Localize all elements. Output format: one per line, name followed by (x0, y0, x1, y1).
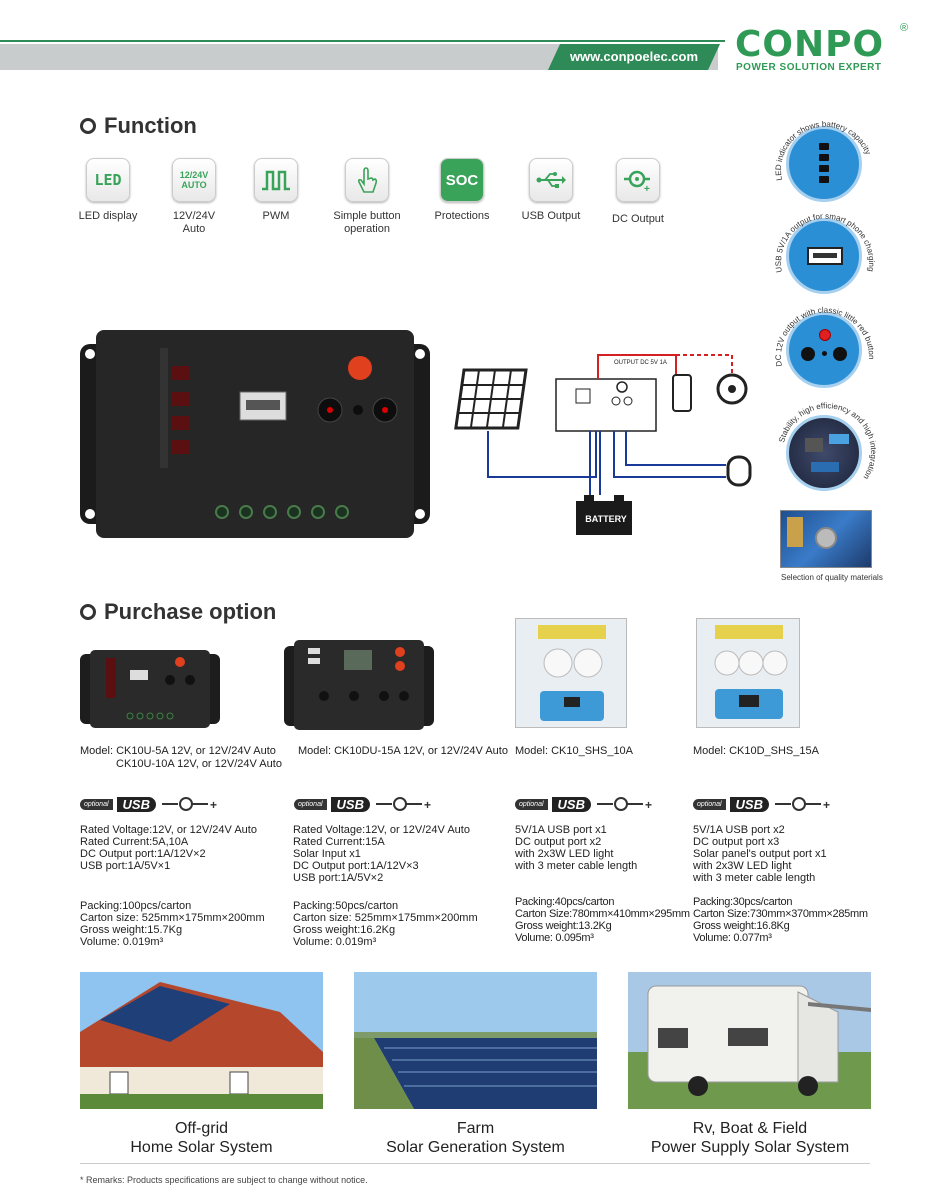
function-heading: Function (80, 113, 197, 139)
dc-plug-icon: + (774, 797, 830, 812)
svg-text:+: + (645, 798, 652, 812)
function-usb-output: USB Output (511, 158, 591, 223)
materials-caption: Selection of quality materials (781, 573, 883, 582)
function-label: Protections (434, 210, 490, 222)
product-photo-ck10d-shs (696, 618, 800, 728)
function-label: USB Output (521, 210, 581, 222)
product-photo-ck10-shs (515, 618, 627, 728)
optional-badge: optional (80, 798, 113, 810)
optional-badge: optional (693, 798, 726, 810)
svg-text:+: + (210, 798, 217, 812)
output-dc-label: OUTPUT DC 5V 1A (614, 360, 667, 366)
brand-tagline: POWER SOLUTION EXPERT (736, 62, 882, 73)
function-dc-output: + DC Output (598, 158, 678, 226)
svg-text:Stability, high efficiency and: Stability, high efficiency and high inte… (777, 401, 878, 481)
optional-usb-dc-icons: optional USB + (80, 795, 220, 813)
pwm-icon (254, 158, 298, 202)
wiring-diagram-graphic (454, 354, 752, 535)
optional-badge: optional (515, 798, 548, 810)
product-photo-ck10du (284, 640, 434, 730)
product-photo-ck10u (80, 650, 220, 728)
function-label: DC Output (612, 213, 664, 225)
feature-caption-arc: DC 12V output with classic little red bu… (774, 306, 876, 367)
model-name: CK10U-10A 12V, or 12V/24V Auto (116, 758, 282, 770)
rv-solar-photo (628, 972, 871, 1109)
function-label: Simple button operation (333, 210, 401, 235)
home-solar-photo (80, 972, 323, 1109)
dc-plug-icon: + (616, 158, 660, 202)
function-title: Function (104, 113, 197, 138)
optional-usb-dc-icons: optional USB + (693, 795, 833, 813)
circuit-board-icon (786, 415, 862, 491)
hand-button-icon (345, 158, 389, 202)
function-label: LED display (78, 210, 138, 222)
auto-voltage-icon: 12/24V AUTO (172, 158, 216, 202)
header-url-banner (548, 44, 720, 70)
function-protections: SOC Protections (422, 158, 502, 223)
model-name: Model: CK10_SHS_10A (515, 745, 634, 757)
optional-usb-dc-icons: optional USB + (294, 795, 434, 813)
svg-text:DC 12V output with classic lit: DC 12V output with classic little red bu… (774, 306, 876, 367)
model-name: Model: CK10U-5A 12V, or 12V/24V Auto (80, 745, 276, 757)
dc-plug-icon: + (375, 797, 431, 812)
function-label: PWM (262, 210, 290, 222)
usb-badge-icon: USB (116, 796, 156, 812)
footer-divider (80, 1163, 870, 1164)
brand-logo: CONPO (735, 24, 885, 65)
svg-text:+: + (424, 798, 431, 812)
dc-plug-icon: + (161, 797, 217, 812)
usb-badge-icon: USB (330, 796, 370, 812)
remarks-note: * Remarks: Products specifications are s… (80, 1175, 368, 1185)
feature-caption-arc: Stability, high efficiency and high inte… (777, 401, 878, 481)
usb-port-icon (786, 218, 862, 294)
function-pwm: PWM (236, 158, 316, 223)
function-simple-button: Simple button operation (327, 158, 407, 236)
optional-badge: optional (294, 798, 327, 810)
svg-text:USB 5V/1A output for smart pho: USB 5V/1A output for smart phone chargin… (774, 212, 876, 274)
led-icon: LED (86, 158, 130, 202)
materials-photo (780, 510, 872, 568)
battery-label: BATTERY (585, 514, 627, 524)
optional-usb-dc-icons: optional USB + (515, 795, 655, 813)
usb-badge-icon: USB (551, 796, 591, 812)
model-name: Model: CK10D_SHS_15A (693, 745, 819, 757)
farm-solar-photo (354, 972, 597, 1109)
function-label: 12V/24V Auto (172, 210, 216, 235)
website-url[interactable]: www.conpoelec.com (569, 49, 699, 64)
svg-text:+: + (823, 798, 830, 812)
controller-product-image (80, 330, 430, 538)
dc-plug-icon: + (596, 797, 652, 812)
function-led-display: LED LED display (68, 158, 148, 223)
purchase-heading: Purchase option (80, 599, 276, 625)
dc-socket-icon (786, 312, 862, 388)
function-auto-voltage: 12/24V AUTO 12V/24V Auto (154, 158, 234, 236)
feature-caption-arc: LED indicator shows battery capacity (774, 120, 873, 182)
model-name: Model: CK10DU-15A 12V, or 12V/24V Auto (298, 745, 508, 757)
svg-text:+: + (644, 184, 650, 193)
feature-caption-arc: USB 5V/1A output for smart phone chargin… (774, 212, 876, 274)
header-rule (0, 40, 725, 42)
bullet-ring-icon (80, 604, 96, 620)
led-indicator-icon (786, 126, 862, 202)
usb-badge-icon: USB (729, 796, 769, 812)
usb-icon (529, 158, 573, 202)
bullet-ring-icon (80, 118, 96, 134)
registered-mark: ® (900, 22, 909, 34)
purchase-title: Purchase option (104, 599, 277, 624)
svg-text:LED indicator shows battery ca: LED indicator shows battery capacity (774, 120, 873, 182)
soc-icon: SOC (440, 158, 484, 202)
